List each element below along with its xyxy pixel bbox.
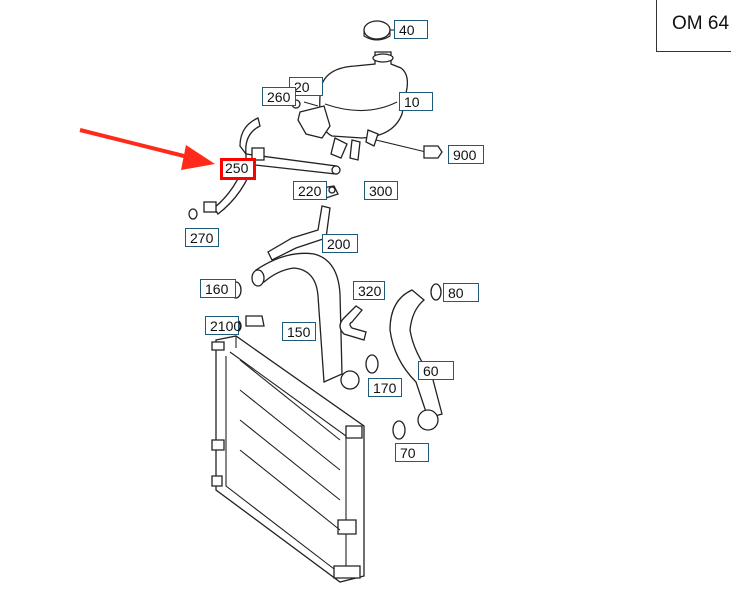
callout-40[interactable]: 40	[394, 20, 428, 39]
callout-80[interactable]: 80	[443, 283, 479, 302]
seal-80	[430, 283, 442, 301]
seal-270	[188, 208, 198, 220]
callout-900[interactable]: 900	[448, 145, 484, 164]
seal-70	[392, 420, 406, 440]
callout-60[interactable]: 60	[418, 361, 454, 380]
hose-60-end	[417, 409, 439, 431]
callout-150[interactable]: 150	[282, 322, 316, 341]
callout-300[interactable]: 300	[364, 181, 398, 200]
clip-320	[339, 305, 367, 341]
callout-20[interactable]: 20	[289, 77, 323, 96]
callout-250-highlighted[interactable]: 250	[220, 158, 256, 180]
callout-160[interactable]: 160	[200, 279, 236, 298]
hose-200	[267, 205, 331, 261]
callout-70[interactable]: 70	[395, 443, 429, 462]
hose-150	[255, 252, 343, 383]
highlight-arrow	[79, 128, 215, 170]
radiator	[211, 335, 365, 583]
callout-320[interactable]: 320	[353, 281, 385, 300]
callout-170[interactable]: 170	[368, 378, 402, 397]
callout-260[interactable]: 260	[262, 87, 296, 106]
sensor-connector	[375, 139, 443, 159]
callout-10[interactable]: 10	[399, 92, 433, 111]
expansion-tank-cap	[363, 20, 396, 41]
hose-150-end	[340, 370, 360, 390]
callout-2100[interactable]: 2100	[205, 316, 241, 335]
callout-200[interactable]: 200	[322, 234, 358, 253]
hose-60	[389, 289, 443, 419]
tank-bracket	[291, 99, 331, 139]
callout-270[interactable]: 270	[185, 228, 219, 247]
callout-220[interactable]: 220	[293, 181, 327, 200]
seal-170	[365, 354, 379, 374]
engine-code-label: OM 64	[656, 0, 731, 52]
hose-150-neck	[251, 269, 265, 287]
expansion-tank	[319, 51, 409, 161]
